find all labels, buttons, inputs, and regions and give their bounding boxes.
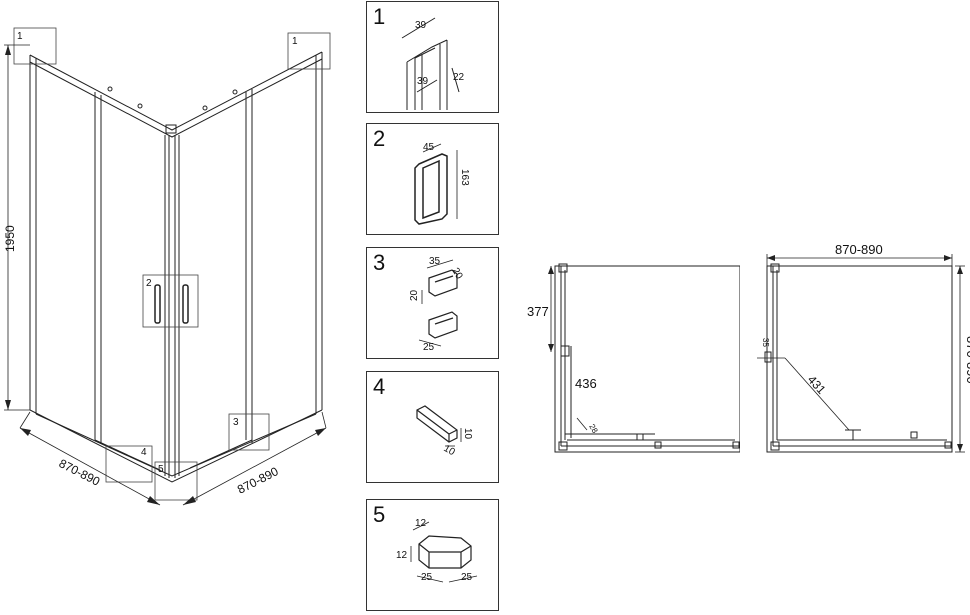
callout-5: 5 <box>158 464 164 475</box>
dim-5c: 25 <box>421 572 433 583</box>
clip-drawing: 35 20 20 25 <box>409 256 465 353</box>
corner-cap-drawing: 12 12 25 25 <box>396 518 478 583</box>
dim-2a: 45 <box>423 142 435 153</box>
bar-drawing: 10 10 <box>416 405 473 458</box>
callout-4: 4 <box>141 447 147 458</box>
detail-panel-1: 1 39 39 22 <box>366 1 499 113</box>
dim-3c: 20 <box>449 266 464 282</box>
width-right-label: 870-890 <box>235 464 281 497</box>
height-label: 1950 <box>3 225 17 252</box>
dim-5a: 12 <box>415 518 427 529</box>
dim-1c: 22 <box>453 72 465 83</box>
dim-1a: 39 <box>415 20 427 31</box>
callout-2: 2 <box>146 278 152 289</box>
dim-1b: 39 <box>417 76 429 87</box>
dim-3b: 20 <box>409 289 420 301</box>
detail-panel-3: 3 35 20 20 25 <box>366 247 499 359</box>
plan-left-dim-436: 436 <box>575 376 597 391</box>
detail-number-3: 3 <box>373 250 386 275</box>
dim-4b: 10 <box>442 443 458 458</box>
profile-drawing: 39 39 22 <box>401 17 465 110</box>
plan-right-width: 870-890 <box>835 242 883 257</box>
dim-5b: 12 <box>396 550 408 561</box>
dim-3a: 35 <box>429 256 441 267</box>
detail-panel-5: 5 12 12 25 25 <box>366 499 499 611</box>
detail-number-4: 4 <box>373 374 386 399</box>
plan-right-depth: 870-890 <box>964 336 970 384</box>
dim-3d: 25 <box>423 342 435 353</box>
plan-view-right: 870-890 35 431 870-890 <box>757 242 970 453</box>
detail-panel-4: 4 10 10 <box>366 371 499 483</box>
callout-1a: 1 <box>17 31 23 42</box>
detail-number-5: 5 <box>373 502 386 527</box>
detail-panel-2: 2 45 163 <box>366 123 499 235</box>
plan-view-left: 377 436 28 <box>527 263 740 453</box>
shower-overview-drawing: 1 1 2 3 4 5 1950 870-890 870-890 <box>3 27 331 506</box>
detail-number-2: 2 <box>373 126 386 151</box>
handle-drawing: 45 163 <box>414 142 470 225</box>
callout-3: 3 <box>233 417 239 428</box>
plan-right-dim-431: 431 <box>805 373 829 397</box>
plan-right-dim-35: 35 <box>761 338 770 347</box>
dim-5d: 25 <box>461 572 473 583</box>
plan-left-dim-377: 377 <box>527 304 549 319</box>
dim-4a: 10 <box>462 428 473 440</box>
plan-left-dim-28: 28 <box>587 423 600 436</box>
callout-1b: 1 <box>292 36 298 47</box>
dim-2b: 163 <box>459 169 470 186</box>
detail-number-1: 1 <box>373 4 386 29</box>
